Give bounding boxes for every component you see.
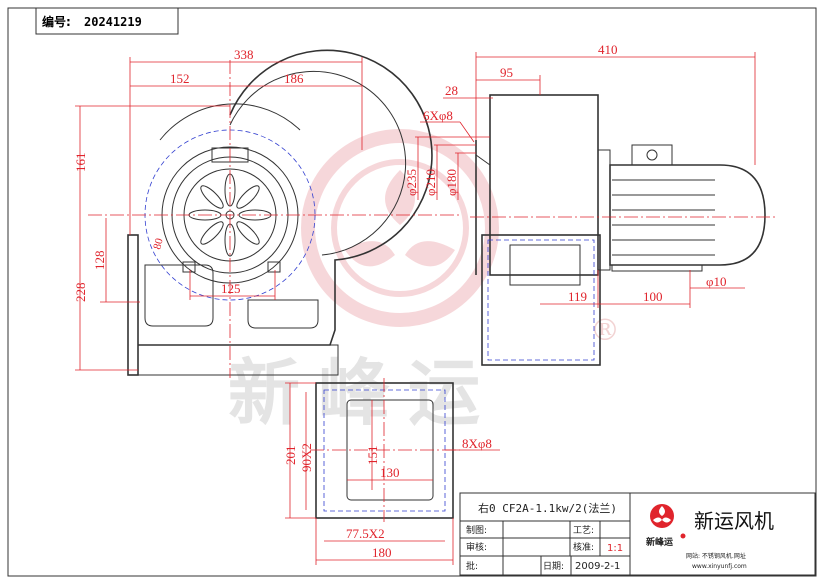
website-line1: 网站: 不锈钢风机.网址	[686, 552, 746, 560]
model-name: 右0 CF2A-1.1kw/2(法兰)	[478, 501, 617, 515]
front-view-dimensions: 338 152 186 161 228 128 125 80	[73, 47, 363, 371]
dim-410: 410	[598, 42, 618, 57]
watermark-logo: ® 新峰运	[228, 129, 620, 435]
dim-6x-phi8: 6Xφ8	[423, 108, 453, 123]
approve-label: 批:	[466, 560, 478, 572]
dim-119: 119	[568, 289, 587, 304]
dim-130: 130	[380, 465, 400, 480]
dim-180: 180	[372, 545, 392, 560]
drawing-number: 20241219	[84, 15, 142, 29]
outlet-flange-view	[310, 378, 460, 522]
watermark-text: 新峰运	[228, 351, 498, 435]
dim-151: 151	[365, 446, 380, 466]
drawing-frame	[7, 7, 817, 577]
title-block: 右0 CF2A-1.1kw/2(法兰) 制图: 审核: 批: 工艺: 核准: 1…	[459, 492, 816, 576]
dim-phi235: φ235	[404, 169, 419, 196]
side-view-dimensions: 410 95 28 6Xφ8 φ235 φ210 φ180 119 100 φ1…	[404, 42, 756, 308]
dim-80: 80	[151, 237, 166, 251]
dim-201: 201	[283, 446, 298, 466]
dim-phi210: φ210	[423, 169, 438, 196]
header-label: 编号:	[41, 14, 71, 29]
side-view	[470, 94, 775, 366]
date-label: 日期:	[543, 561, 564, 572]
dim-125: 125	[221, 281, 241, 296]
dim-338: 338	[234, 47, 254, 62]
logo-text: 新峰运	[646, 536, 674, 548]
dim-100: 100	[643, 289, 663, 304]
outlet-flange-dimensions: 201 90X2 151 130 8Xφ8 77.5X2 180	[283, 382, 500, 565]
company-logo-icon	[650, 504, 686, 539]
dim-phi10: φ10	[706, 274, 727, 289]
header-box: 编号: 20241219	[35, 7, 179, 35]
dim-95: 95	[500, 65, 513, 80]
scale-value: 1:1	[607, 543, 623, 554]
drawn-by-label: 制图:	[466, 524, 487, 536]
dim-90x2: 90X2	[299, 443, 314, 472]
dim-phi180: φ180	[444, 169, 459, 196]
dim-186: 186	[284, 71, 304, 86]
company-name: 新运风机	[694, 509, 774, 533]
date-value: 2009-2-1	[575, 561, 620, 572]
dim-128: 128	[92, 251, 107, 271]
check-label: 核准:	[573, 541, 594, 553]
dim-228: 228	[73, 283, 88, 303]
dim-77-5x2: 77.5X2	[346, 526, 385, 541]
dim-152: 152	[170, 71, 190, 86]
dim-161: 161	[73, 153, 88, 173]
review-label: 审核:	[466, 541, 487, 553]
website-line2: www.xinyunfj.com	[692, 563, 747, 570]
process-label: 工艺:	[573, 525, 594, 536]
watermark-mark: ®	[590, 313, 620, 348]
dim-28: 28	[445, 83, 458, 98]
dim-8x-phi8: 8Xφ8	[462, 436, 492, 451]
